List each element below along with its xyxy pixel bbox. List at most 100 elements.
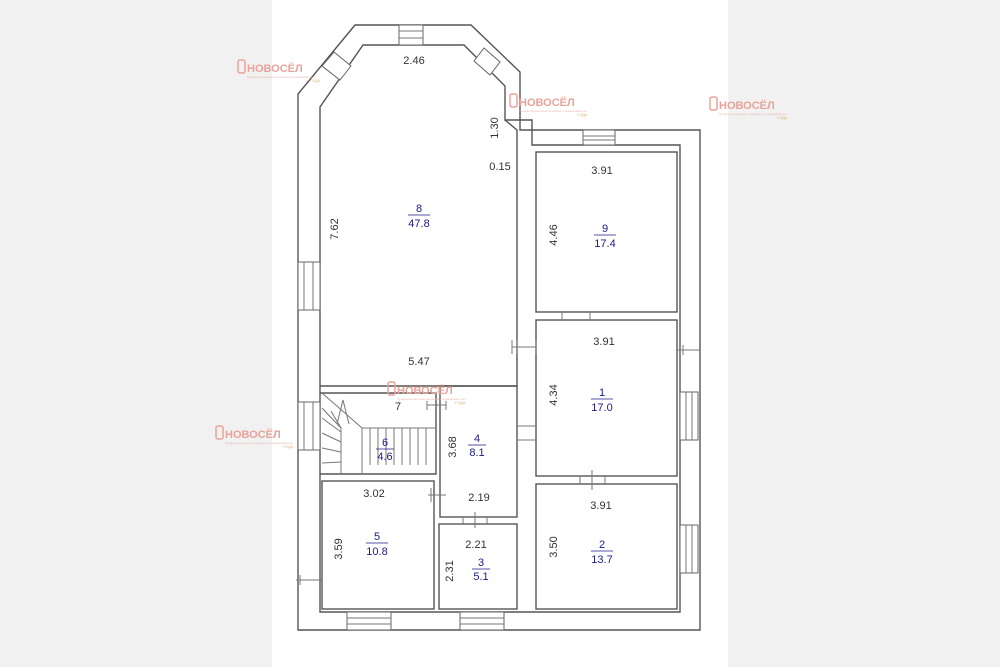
interior-walls	[320, 119, 678, 610]
window-right-room1	[679, 391, 699, 441]
door-4-1	[517, 425, 536, 441]
dimension-label: 3.68	[447, 436, 459, 457]
door-8-1	[511, 340, 537, 354]
room-1-walls	[535, 319, 678, 477]
room-area: 8.1	[469, 447, 484, 459]
watermark-award: ГОДА	[777, 115, 788, 120]
watermark-logo-icon	[237, 59, 246, 74]
stair-block-walls	[320, 392, 437, 475]
room-number: 3	[478, 557, 484, 569]
doors	[296, 312, 700, 585]
dimension-label: 5.47	[408, 356, 429, 368]
room-2-walls	[535, 483, 678, 610]
room-3-label: 3 5.1	[472, 557, 490, 583]
room-4-walls	[439, 385, 518, 518]
window-right-room2	[679, 524, 699, 574]
watermark-brand: НОВОСЁЛ	[225, 428, 281, 441]
watermark-tagline: Профессиональные операции с недвижимость…	[225, 441, 294, 445]
watermark-brand: НОВОСЁЛ	[247, 62, 303, 75]
watermark-brand: НОВОСЁЛ	[519, 96, 575, 109]
room-number: 1	[599, 387, 605, 399]
dimension-label: 3.91	[590, 500, 611, 512]
room-labels: 8 47.8 9 17.4 1 17.0 2 13.7 4	[366, 203, 616, 583]
dimension-label: 7.62	[329, 218, 341, 239]
dimension-label: 3.91	[593, 336, 614, 348]
room-4-label: 4 8.1	[468, 433, 486, 459]
dimension-labels: 2.46 1.30 0.15 7.62 5.47 3.91 4.46 3.91 …	[329, 55, 615, 582]
watermark-tagline: Профессиональные операции с недвижимость…	[719, 112, 788, 116]
window-bottom-room3	[459, 611, 505, 631]
watermark-tagline: Профессиональные операции с недвижимость…	[397, 397, 466, 401]
door-1-2	[579, 470, 606, 490]
window-left-stair	[297, 401, 321, 451]
room-number: 6	[382, 437, 388, 449]
watermark: НОВОСЁЛ Профессиональные операции с недв…	[509, 93, 588, 117]
room-number: 2	[599, 539, 605, 551]
room-6-label: 6 4.6	[376, 437, 394, 463]
dimension-label: 2.19	[468, 492, 489, 504]
window-top-left	[321, 51, 352, 81]
room-8-label: 8 47.8	[408, 203, 430, 230]
room-number: 5	[374, 531, 380, 543]
watermark: НОВОСЁЛ Профессиональные операции с недв…	[387, 381, 466, 405]
windows	[297, 24, 699, 631]
room-number: 8	[416, 203, 422, 215]
room-area: 4.6	[377, 451, 392, 463]
watermark-logo-icon	[215, 425, 224, 440]
door-1-right	[677, 345, 700, 355]
watermark-brand: НОВОСЁЛ	[719, 99, 775, 112]
window-top-right	[473, 47, 501, 76]
window-top-room9	[582, 129, 616, 146]
room-9-label: 9 17.4	[594, 223, 616, 250]
dimension-label: 0.15	[489, 161, 510, 173]
room-area: 13.7	[591, 554, 612, 566]
watermark-brand: НОВОСЁЛ	[397, 384, 453, 397]
room-area: 5.1	[473, 571, 488, 583]
room-area: 17.4	[594, 238, 615, 250]
dimension-label: 1.30	[489, 117, 501, 138]
dimension-label: 3.91	[591, 165, 612, 177]
dimension-label: 3.59	[333, 538, 345, 559]
watermark-tagline: Профессиональные операции с недвижимость…	[247, 75, 316, 79]
window-bottom-room5	[346, 611, 392, 631]
dimension-label: 3.50	[548, 536, 560, 557]
door-4-3	[462, 512, 488, 528]
outer-walls	[297, 24, 701, 631]
room-number: 9	[602, 223, 608, 235]
room-area: 47.8	[408, 218, 429, 230]
outer-wall-outer-line	[297, 24, 701, 631]
watermark: НОВОСЁЛ Профессиональные операции с недв…	[215, 425, 294, 449]
room-area: 10.8	[366, 546, 387, 558]
room-area: 17.0	[591, 402, 612, 414]
watermark-award: ГОДА	[310, 78, 321, 83]
dimension-label: 2.31	[444, 560, 456, 581]
window-top	[398, 24, 424, 46]
dimension-label: 3.02	[363, 488, 384, 500]
room-1-label: 1 17.0	[591, 387, 613, 414]
staircase	[321, 392, 436, 474]
watermark-logo-icon	[387, 381, 396, 396]
door-5-left	[296, 575, 322, 585]
watermark-award: ГОДА	[283, 444, 294, 449]
room-3-walls	[438, 523, 518, 610]
dimension-label: 2.21	[465, 539, 486, 551]
wall-room8-right	[504, 119, 518, 386]
watermark-award: ГОДА	[455, 400, 466, 405]
stair-label-7: 7	[395, 401, 401, 413]
watermark-logo-icon	[709, 96, 718, 111]
dimension-label: 4.46	[548, 224, 560, 245]
door-4-5	[428, 488, 446, 502]
watermark: НОВОСЁЛ Профессиональные операции с недв…	[237, 59, 321, 83]
dimension-label: 4.34	[548, 384, 560, 405]
stair-direction-arrow	[336, 399, 350, 425]
room-9-walls	[535, 151, 678, 313]
watermark-tagline: Профессиональные операции с недвижимость…	[519, 109, 588, 113]
room-2-label: 2 13.7	[591, 539, 613, 566]
window-left-room8	[297, 261, 321, 311]
plan-sheet	[272, 0, 728, 667]
watermark-award: ГОДА	[577, 112, 588, 117]
door-9-1	[561, 312, 591, 320]
door-7-4	[426, 401, 447, 410]
watermark: НОВОСЁЛ Профессиональные операции с недв…	[709, 96, 788, 120]
